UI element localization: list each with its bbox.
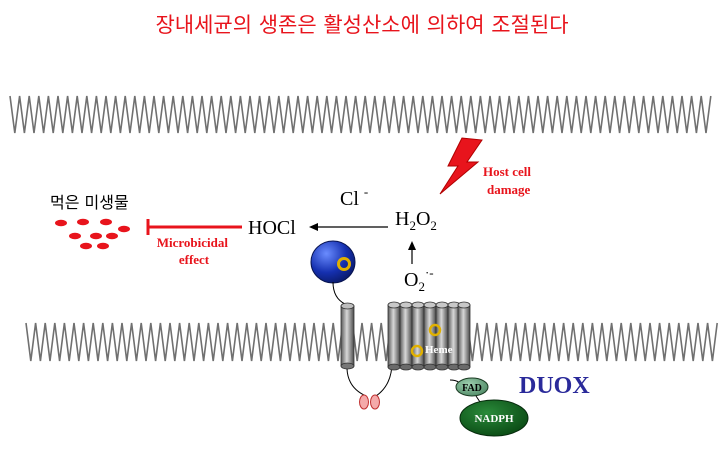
- hocl-label: HOCl: [248, 217, 296, 239]
- duox-transmembrane-domain: [387, 301, 471, 371]
- microbe: [90, 232, 102, 240]
- microbicidal-label-line2: effect: [179, 252, 210, 267]
- nadph-label: NADPH: [474, 413, 514, 425]
- bottom-membrane: [25, 322, 718, 362]
- heme-ring: [410, 344, 424, 358]
- chloride-label: Cl: [340, 188, 359, 210]
- microbe: [100, 218, 112, 226]
- top-membrane: [9, 95, 712, 134]
- microbicidal-label-line1: Microbicidal: [157, 235, 229, 250]
- helix-base: [399, 363, 413, 371]
- helix-cap: [411, 301, 425, 309]
- svg-text:Microbicidal effect: Microbicidal effect: [157, 235, 232, 267]
- host-damage-label-line2: damage: [487, 182, 531, 197]
- helix-base: [457, 363, 471, 371]
- microbe: [97, 242, 109, 250]
- helix-cap: [457, 301, 471, 309]
- transmembrane-helix: [435, 304, 449, 368]
- microbe: [80, 242, 92, 250]
- lightning-bolt-icon: [439, 137, 483, 195]
- membrane-wave: [9, 95, 712, 134]
- microbe: [106, 232, 118, 240]
- transmembrane-helix: [457, 304, 471, 368]
- microbe: [77, 218, 89, 226]
- superoxide-label: O2·-: [404, 265, 434, 294]
- microbe: [55, 219, 67, 227]
- page-title: 장내세균의 생존은 활성산소에 의하여 조절된다: [155, 13, 568, 37]
- transmembrane-helix: [387, 304, 401, 368]
- nadph-domain: NADPH: [459, 399, 529, 437]
- inhibition-arrow-icon: [146, 219, 242, 235]
- helix-cap: [399, 301, 413, 309]
- reaction-arrow-to-hocl: [309, 223, 388, 231]
- transmembrane-helix: [411, 304, 425, 368]
- microbe: [118, 225, 130, 233]
- duox-label: DUOX: [519, 373, 590, 399]
- ef-hand-motifs: [359, 394, 380, 410]
- chloride-charge: -: [364, 184, 368, 199]
- host-damage-label-line1: Host cell: [483, 164, 531, 179]
- membrane-wave: [25, 322, 718, 362]
- microbe-dots: [55, 218, 130, 250]
- transmembrane-helix: [399, 304, 413, 368]
- helix-base: [435, 363, 449, 371]
- heme-label: Heme: [425, 344, 453, 356]
- helix-cap: [387, 301, 401, 309]
- helix-cap: [435, 301, 449, 309]
- svg-text:Cl -: Cl -: [340, 184, 368, 210]
- receptor-protein: [340, 302, 355, 370]
- microbe: [69, 232, 81, 240]
- helix-base: [387, 363, 401, 371]
- reaction-arrow-to-h2o2: [408, 241, 416, 264]
- svg-text:Host cell damage: Host cell damage: [483, 164, 534, 197]
- helix-cap: [423, 301, 437, 309]
- fad-label: FAD: [462, 383, 482, 394]
- h2o2-label: H2O2: [395, 208, 437, 233]
- ingested-microbes-label: 먹은 미생물: [50, 193, 129, 212]
- activator-protein-sphere: [310, 240, 356, 284]
- helix-base: [423, 363, 437, 371]
- helix-base: [411, 363, 425, 371]
- heme-ring: [428, 323, 442, 337]
- fad-domain: FAD: [455, 377, 489, 397]
